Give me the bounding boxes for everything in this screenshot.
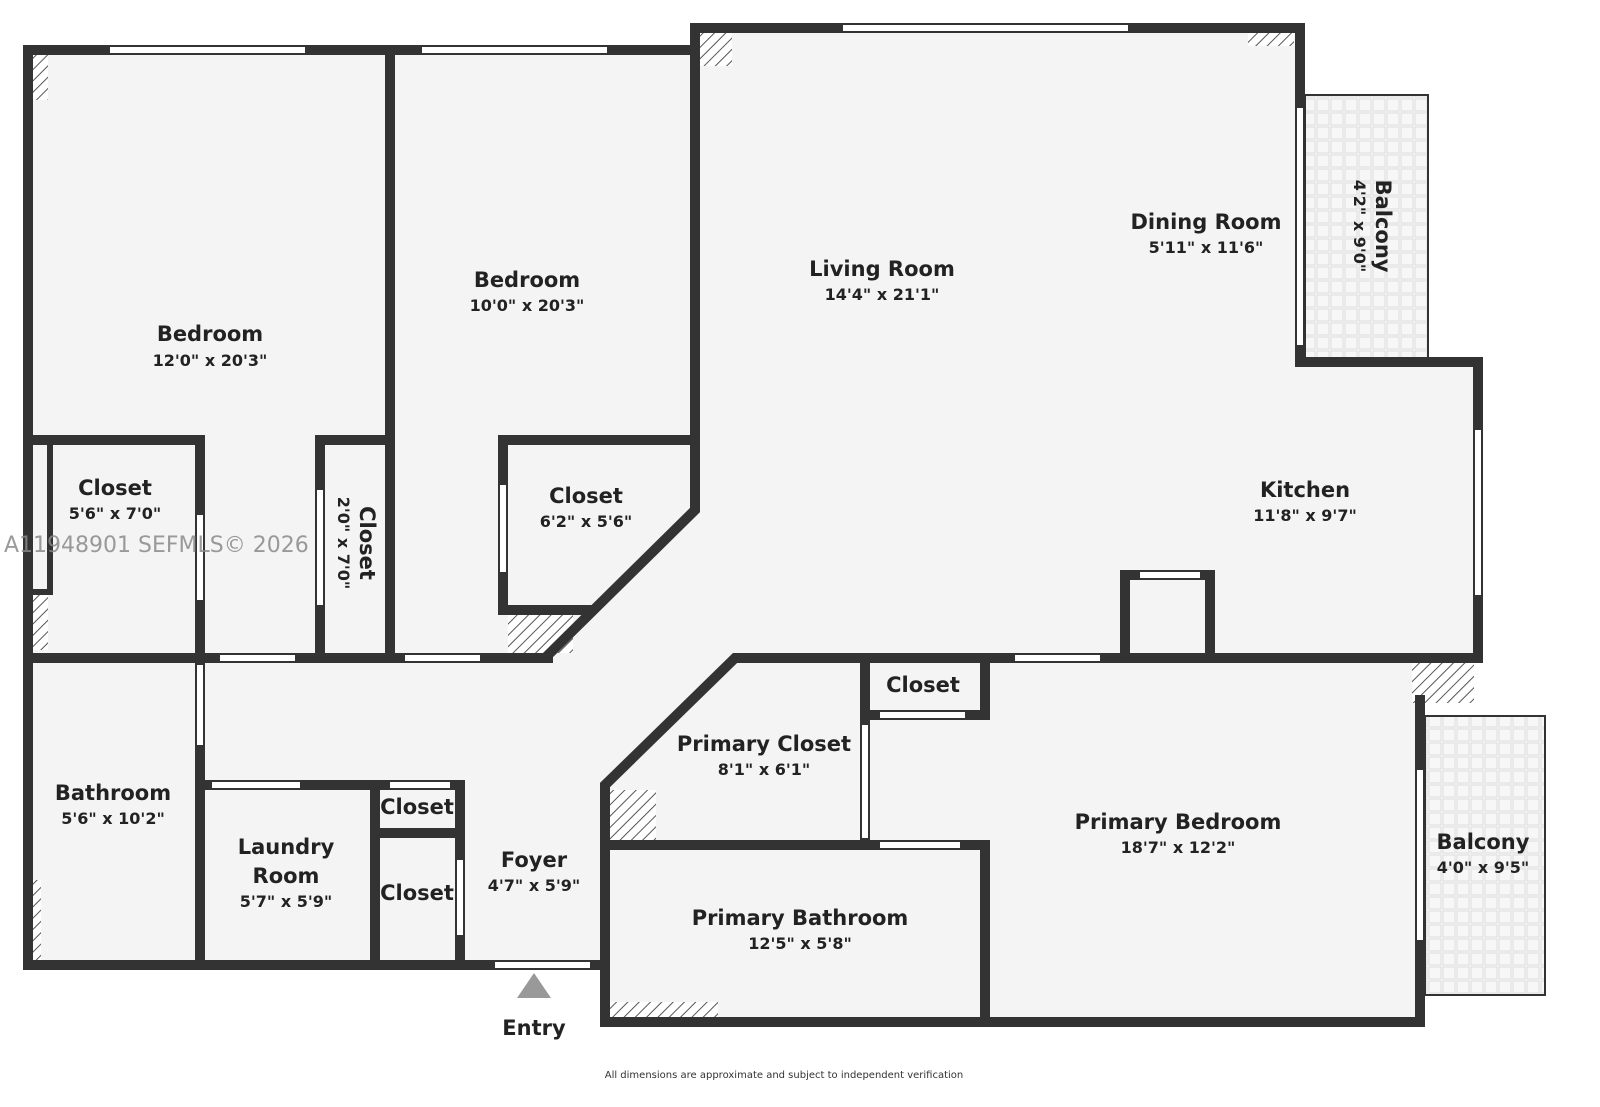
room-name: Bathroom [55, 781, 171, 805]
room-labels: Bedroom 12'0" x 20'3" Bedroom 10'0" x 20… [55, 180, 1530, 1040]
room-dims: 5'7" x 5'9" [240, 892, 332, 911]
disclaimer-footer: All dimensions are approximate and subje… [605, 1070, 964, 1081]
room-dims: 18'7" x 12'2" [1121, 838, 1236, 857]
room-name: Living Room [809, 257, 955, 281]
room-dims: 8'1" x 6'1" [718, 760, 810, 779]
room-dims: 5'11" x 11'6" [1149, 238, 1264, 257]
room-dims: 4'2" x 9'0" [1350, 180, 1369, 272]
room-dims: 4'0" x 9'5" [1437, 858, 1529, 877]
room-name: Closet [380, 795, 454, 819]
room-name: Foyer [501, 848, 568, 872]
openings [110, 25, 1481, 968]
room-name: Primary Bathroom [692, 906, 909, 930]
room-name: Closet [549, 484, 623, 508]
room-dims: 10'0" x 20'3" [470, 296, 585, 315]
floor-area [28, 28, 1478, 1022]
watermark: A11948901 SEFMLS© 2026 [4, 533, 309, 558]
room-dims: 4'7" x 5'9" [488, 876, 580, 895]
entry-arrow-icon [517, 973, 551, 998]
room-name: Balcony [1437, 830, 1530, 854]
entry-label: Entry [502, 1016, 566, 1040]
room-name: Closet [355, 506, 379, 580]
hatched-shafts [33, 33, 1474, 1017]
room-dims: 6'2" x 5'6" [540, 512, 632, 531]
room-dims: 11'8" x 9'7" [1253, 506, 1357, 525]
room-dims: 12'0" x 20'3" [153, 351, 268, 370]
room-name: Dining Room [1131, 210, 1282, 234]
room-name: Bedroom [474, 268, 580, 292]
room-dims: 12'5" x 5'8" [748, 934, 852, 953]
room-name: Primary Closet [677, 732, 851, 756]
room-dims: 5'6" x 7'0" [69, 504, 161, 523]
room-name: Room [253, 864, 320, 888]
room-dims: 14'4" x 21'1" [825, 285, 940, 304]
room-name: Laundry [238, 835, 335, 859]
room-name: Primary Bedroom [1075, 810, 1282, 834]
balcony-lower [1424, 715, 1546, 996]
room-name: Closet [886, 673, 960, 697]
room-name: Closet [380, 881, 454, 905]
room-dims: 5'6" x 10'2" [61, 809, 165, 828]
balcony-upper [1304, 94, 1429, 359]
room-name: Bedroom [157, 322, 263, 346]
room-name: Closet [78, 476, 152, 500]
room-dims: 2'0" x 7'0" [334, 497, 353, 589]
room-name: Kitchen [1260, 478, 1350, 502]
room-name: Balcony [1371, 180, 1395, 273]
